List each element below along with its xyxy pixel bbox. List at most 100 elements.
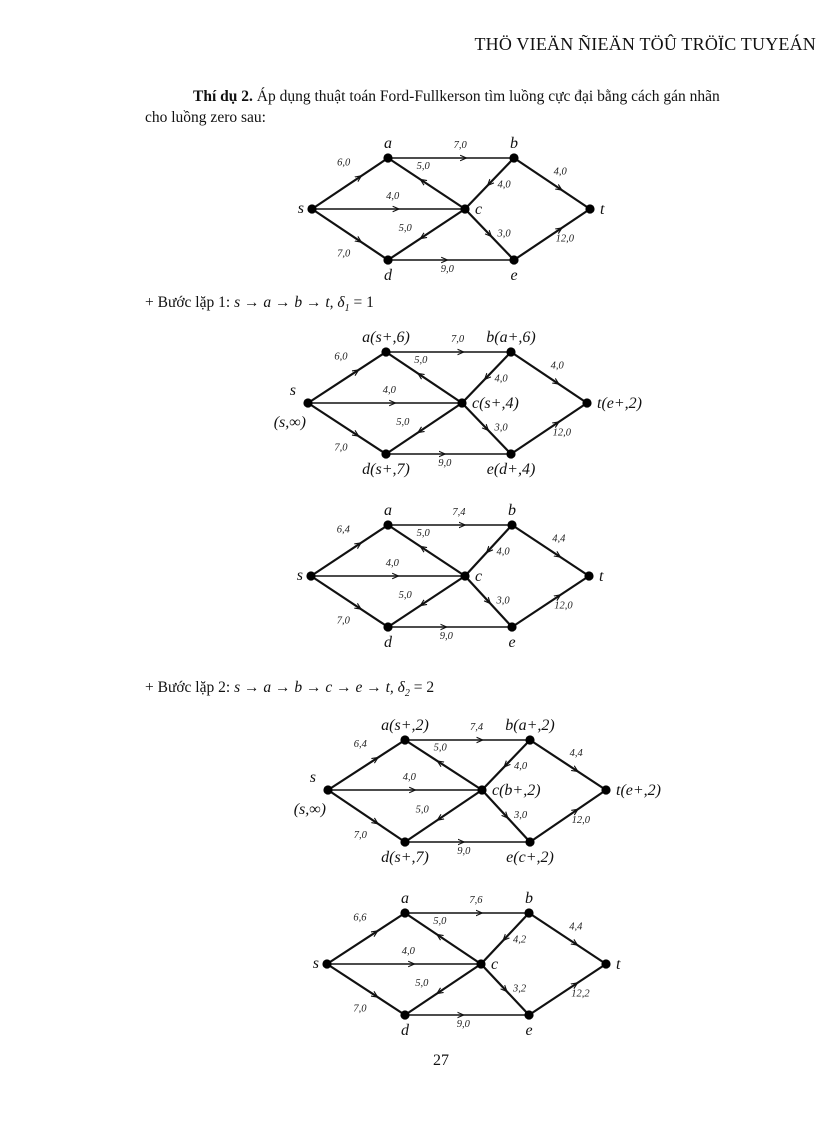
node-d (400, 837, 410, 847)
edge-label-sd: 7,0 (337, 249, 351, 260)
edge-label-ce: 3,0 (513, 810, 528, 821)
node-label-e: e(d+,4) (487, 461, 536, 478)
node-e (507, 622, 517, 632)
step-1-delta-value: = 1 (349, 294, 374, 311)
edge-label-de: 9,0 (441, 264, 455, 275)
edge-label-ce: 3,0 (496, 596, 511, 607)
edge-s-d (311, 208, 389, 261)
edge-label-et: 12,0 (553, 427, 572, 438)
edge-label-bt: 4,4 (552, 534, 566, 545)
edge-label-sd: 7,0 (337, 616, 351, 627)
edge-s-d (310, 575, 389, 628)
node-label-a: a(s+,2) (381, 717, 429, 734)
node-a (381, 347, 391, 357)
arrow-icon (372, 759, 375, 761)
edge-label-sd: 7,0 (354, 830, 368, 841)
node-b (506, 347, 516, 357)
edge-label-sc: 4,0 (402, 946, 416, 957)
arrow-icon (423, 181, 426, 183)
node-c (477, 785, 487, 795)
step-1-delta-sub: 1 (344, 303, 350, 315)
edge-label-de: 9,0 (457, 846, 471, 857)
edge-c-d (387, 208, 466, 261)
node-d (383, 255, 393, 265)
node-t (582, 398, 592, 408)
step-2-delta-value: = 2 (409, 679, 435, 696)
edge-label-et: 12,2 (571, 988, 590, 999)
step-2-prefix: + Bước lặp 2: (145, 679, 235, 696)
arrow-icon (372, 932, 375, 934)
node-label-b: b(a+,2) (505, 717, 554, 734)
edge-label-bt: 4,0 (554, 167, 568, 178)
node-label-a: a (384, 502, 392, 519)
edge-s-d (327, 789, 406, 843)
node-label-c: c (475, 568, 482, 585)
edge-c-d (385, 402, 463, 455)
node-label-t: t (599, 568, 604, 585)
node-t (584, 571, 594, 581)
edge-b-t (510, 351, 588, 404)
node-label-a: a(s+,6) (362, 329, 410, 346)
node-label-t: t(e+,2) (597, 395, 642, 412)
edge-label-sa: 6,6 (353, 912, 367, 923)
edge-label-sa: 6,4 (354, 739, 368, 750)
arrow-icon (503, 813, 506, 816)
arrow-icon (487, 232, 490, 235)
example-intro: Thí dụ 2. Áp dụng thuật toán Ford-Fullke… (145, 86, 740, 128)
node-label-d: d(s+,7) (381, 849, 429, 866)
edge-label-bc: 4,0 (495, 374, 509, 385)
edge-label-bt: 4,0 (551, 361, 565, 372)
node-c (460, 204, 470, 214)
example-label: Thí dụ 2. (193, 88, 253, 105)
edge-label-ca: 5,0 (433, 916, 447, 927)
node-label-d: d (384, 634, 393, 651)
node-label-b: b (525, 890, 533, 907)
arrow-icon (572, 941, 575, 943)
node-label-c: c(b+,2) (492, 782, 541, 799)
edge-e-t (511, 575, 590, 628)
arrow-icon (423, 602, 426, 604)
edge-label-ce: 3,0 (497, 229, 512, 240)
node-c (476, 959, 486, 969)
node-s (322, 959, 332, 969)
arrow-icon (553, 423, 556, 425)
arrow-icon (420, 375, 423, 377)
arrow-icon (553, 380, 556, 382)
edge-label-cd: 5,0 (399, 590, 413, 601)
edge-label-cd: 5,0 (399, 223, 413, 234)
arrow-icon (355, 544, 358, 546)
node-label-s: s (298, 200, 304, 217)
step-1-prefix: + Bước lặp 1: (145, 294, 235, 311)
node-label-e: e(c+,2) (506, 849, 554, 866)
node-label-c: c (475, 201, 482, 218)
edge-label-bc: 4,0 (514, 761, 528, 772)
arrow-icon (484, 426, 487, 429)
arrow-icon (355, 605, 358, 607)
node-b (509, 153, 519, 163)
node-label-d: d (401, 1022, 410, 1039)
edge-label-ab: 7,0 (454, 140, 468, 151)
node-e (506, 449, 516, 459)
node-s (303, 398, 313, 408)
node-label-a: a (401, 890, 409, 907)
edge-label-ca: 5,0 (417, 528, 431, 539)
edge-e-t (528, 963, 607, 1016)
node-t (601, 785, 611, 795)
arrow-icon (506, 762, 509, 765)
arrow-icon (502, 987, 505, 990)
node-a (400, 735, 410, 745)
node-a (400, 908, 410, 918)
edge-e-t (513, 208, 591, 261)
node-label-d: d (384, 267, 393, 284)
node-label-e: e (510, 267, 517, 284)
arrow-icon (572, 768, 575, 770)
edge-label-et: 12,0 (556, 233, 575, 244)
node-s (323, 785, 333, 795)
arrow-icon (487, 375, 490, 378)
node-label-s-source: (s,∞) (274, 414, 306, 431)
edge-label-sc: 4,0 (383, 385, 397, 396)
edge-s-a (310, 524, 389, 577)
example-text: Áp dụng thuật toán Ford-Fullkerson tìm l… (145, 88, 720, 126)
